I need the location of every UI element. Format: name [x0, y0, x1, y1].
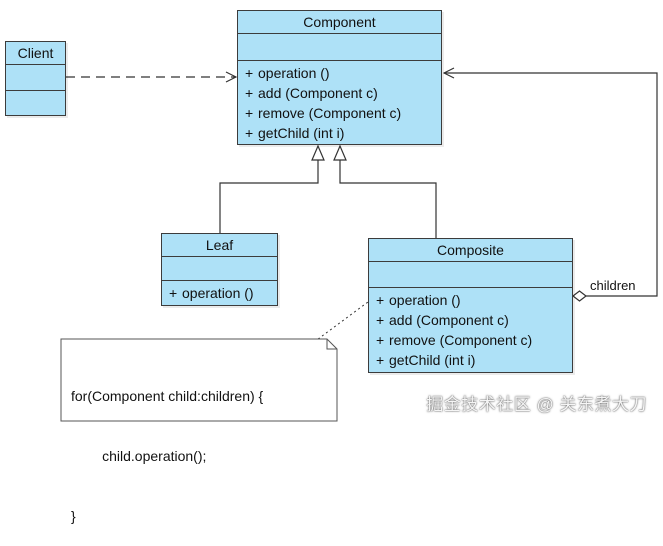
- component-op-add: +add (Component c): [238, 83, 441, 103]
- visibility-marker: +: [376, 332, 385, 348]
- composite-class[interactable]: Composite +operation () +add (Component …: [368, 238, 573, 373]
- component-attributes: [238, 34, 441, 61]
- op-signature: add (Component c): [389, 312, 509, 328]
- leaf-operations: +operation (): [162, 281, 277, 303]
- client-class-name: Client: [6, 42, 65, 65]
- visibility-marker: +: [245, 85, 254, 101]
- leaf-class[interactable]: Leaf +operation (): [161, 233, 278, 306]
- leaf-generalization-arrowhead: [311, 144, 325, 161]
- composite-operations: +operation () +add (Component c) +remove…: [369, 288, 572, 370]
- op-signature: getChild (int i): [389, 352, 476, 368]
- note-shape: [60, 338, 338, 422]
- op-signature: add (Component c): [258, 85, 378, 101]
- children-role-label: children: [590, 278, 636, 293]
- composite-attributes: [369, 262, 572, 288]
- leaf-attributes: [162, 257, 277, 281]
- op-signature: remove (Component c): [258, 105, 402, 121]
- composite-op-getchild: +getChild (int i): [369, 350, 572, 370]
- note-line: }: [71, 508, 76, 524]
- client-class[interactable]: Client: [5, 41, 66, 116]
- component-class-name: Component: [238, 11, 441, 34]
- watermark: 掘金技术社区 @ 关东煮大刀: [426, 395, 647, 414]
- note-text: for(Component child:children) { child.op…: [71, 346, 263, 546]
- op-signature: remove (Component c): [389, 332, 533, 348]
- note-fold: [326, 339, 337, 350]
- component-op-getchild: +getChild (int i): [238, 123, 441, 143]
- visibility-marker: +: [376, 352, 385, 368]
- visibility-marker: +: [376, 292, 385, 308]
- children-aggregation-line: [444, 73, 658, 297]
- note-line: for(Component child:children) {: [71, 388, 264, 404]
- client-attributes: [6, 65, 65, 91]
- note-anchor-line: [309, 298, 373, 346]
- composite-generalization-line: [339, 160, 437, 238]
- diagram-canvas: [60, 0, 658, 422]
- visibility-marker: +: [376, 312, 385, 328]
- op-signature: getChild (int i): [258, 125, 345, 141]
- aggregation-diamond: [572, 290, 587, 302]
- visibility-marker: +: [245, 105, 254, 121]
- note-line: child.operation();: [71, 448, 207, 464]
- composite-op-operation: +operation (): [369, 290, 572, 310]
- composite-class-name: Composite: [369, 239, 572, 262]
- op-signature: operation (): [182, 285, 254, 301]
- composite-op-add: +add (Component c): [369, 310, 572, 330]
- visibility-marker: +: [169, 285, 178, 301]
- component-op-operation: +operation (): [238, 63, 441, 83]
- leaf-class-name: Leaf: [162, 234, 277, 257]
- component-class[interactable]: Component +operation () +add (Component …: [237, 10, 442, 145]
- visibility-marker: +: [245, 65, 254, 81]
- leaf-op-operation: +operation (): [162, 283, 277, 303]
- composite-op-remove: +remove (Component c): [369, 330, 572, 350]
- leaf-generalization-line: [219, 160, 319, 233]
- composite-generalization-arrowhead: [333, 144, 347, 161]
- op-signature: operation (): [389, 292, 461, 308]
- component-op-remove: +remove (Component c): [238, 103, 441, 123]
- visibility-marker: +: [245, 125, 254, 141]
- op-signature: operation (): [258, 65, 330, 81]
- component-operations: +operation () +add (Component c) +remove…: [238, 61, 441, 143]
